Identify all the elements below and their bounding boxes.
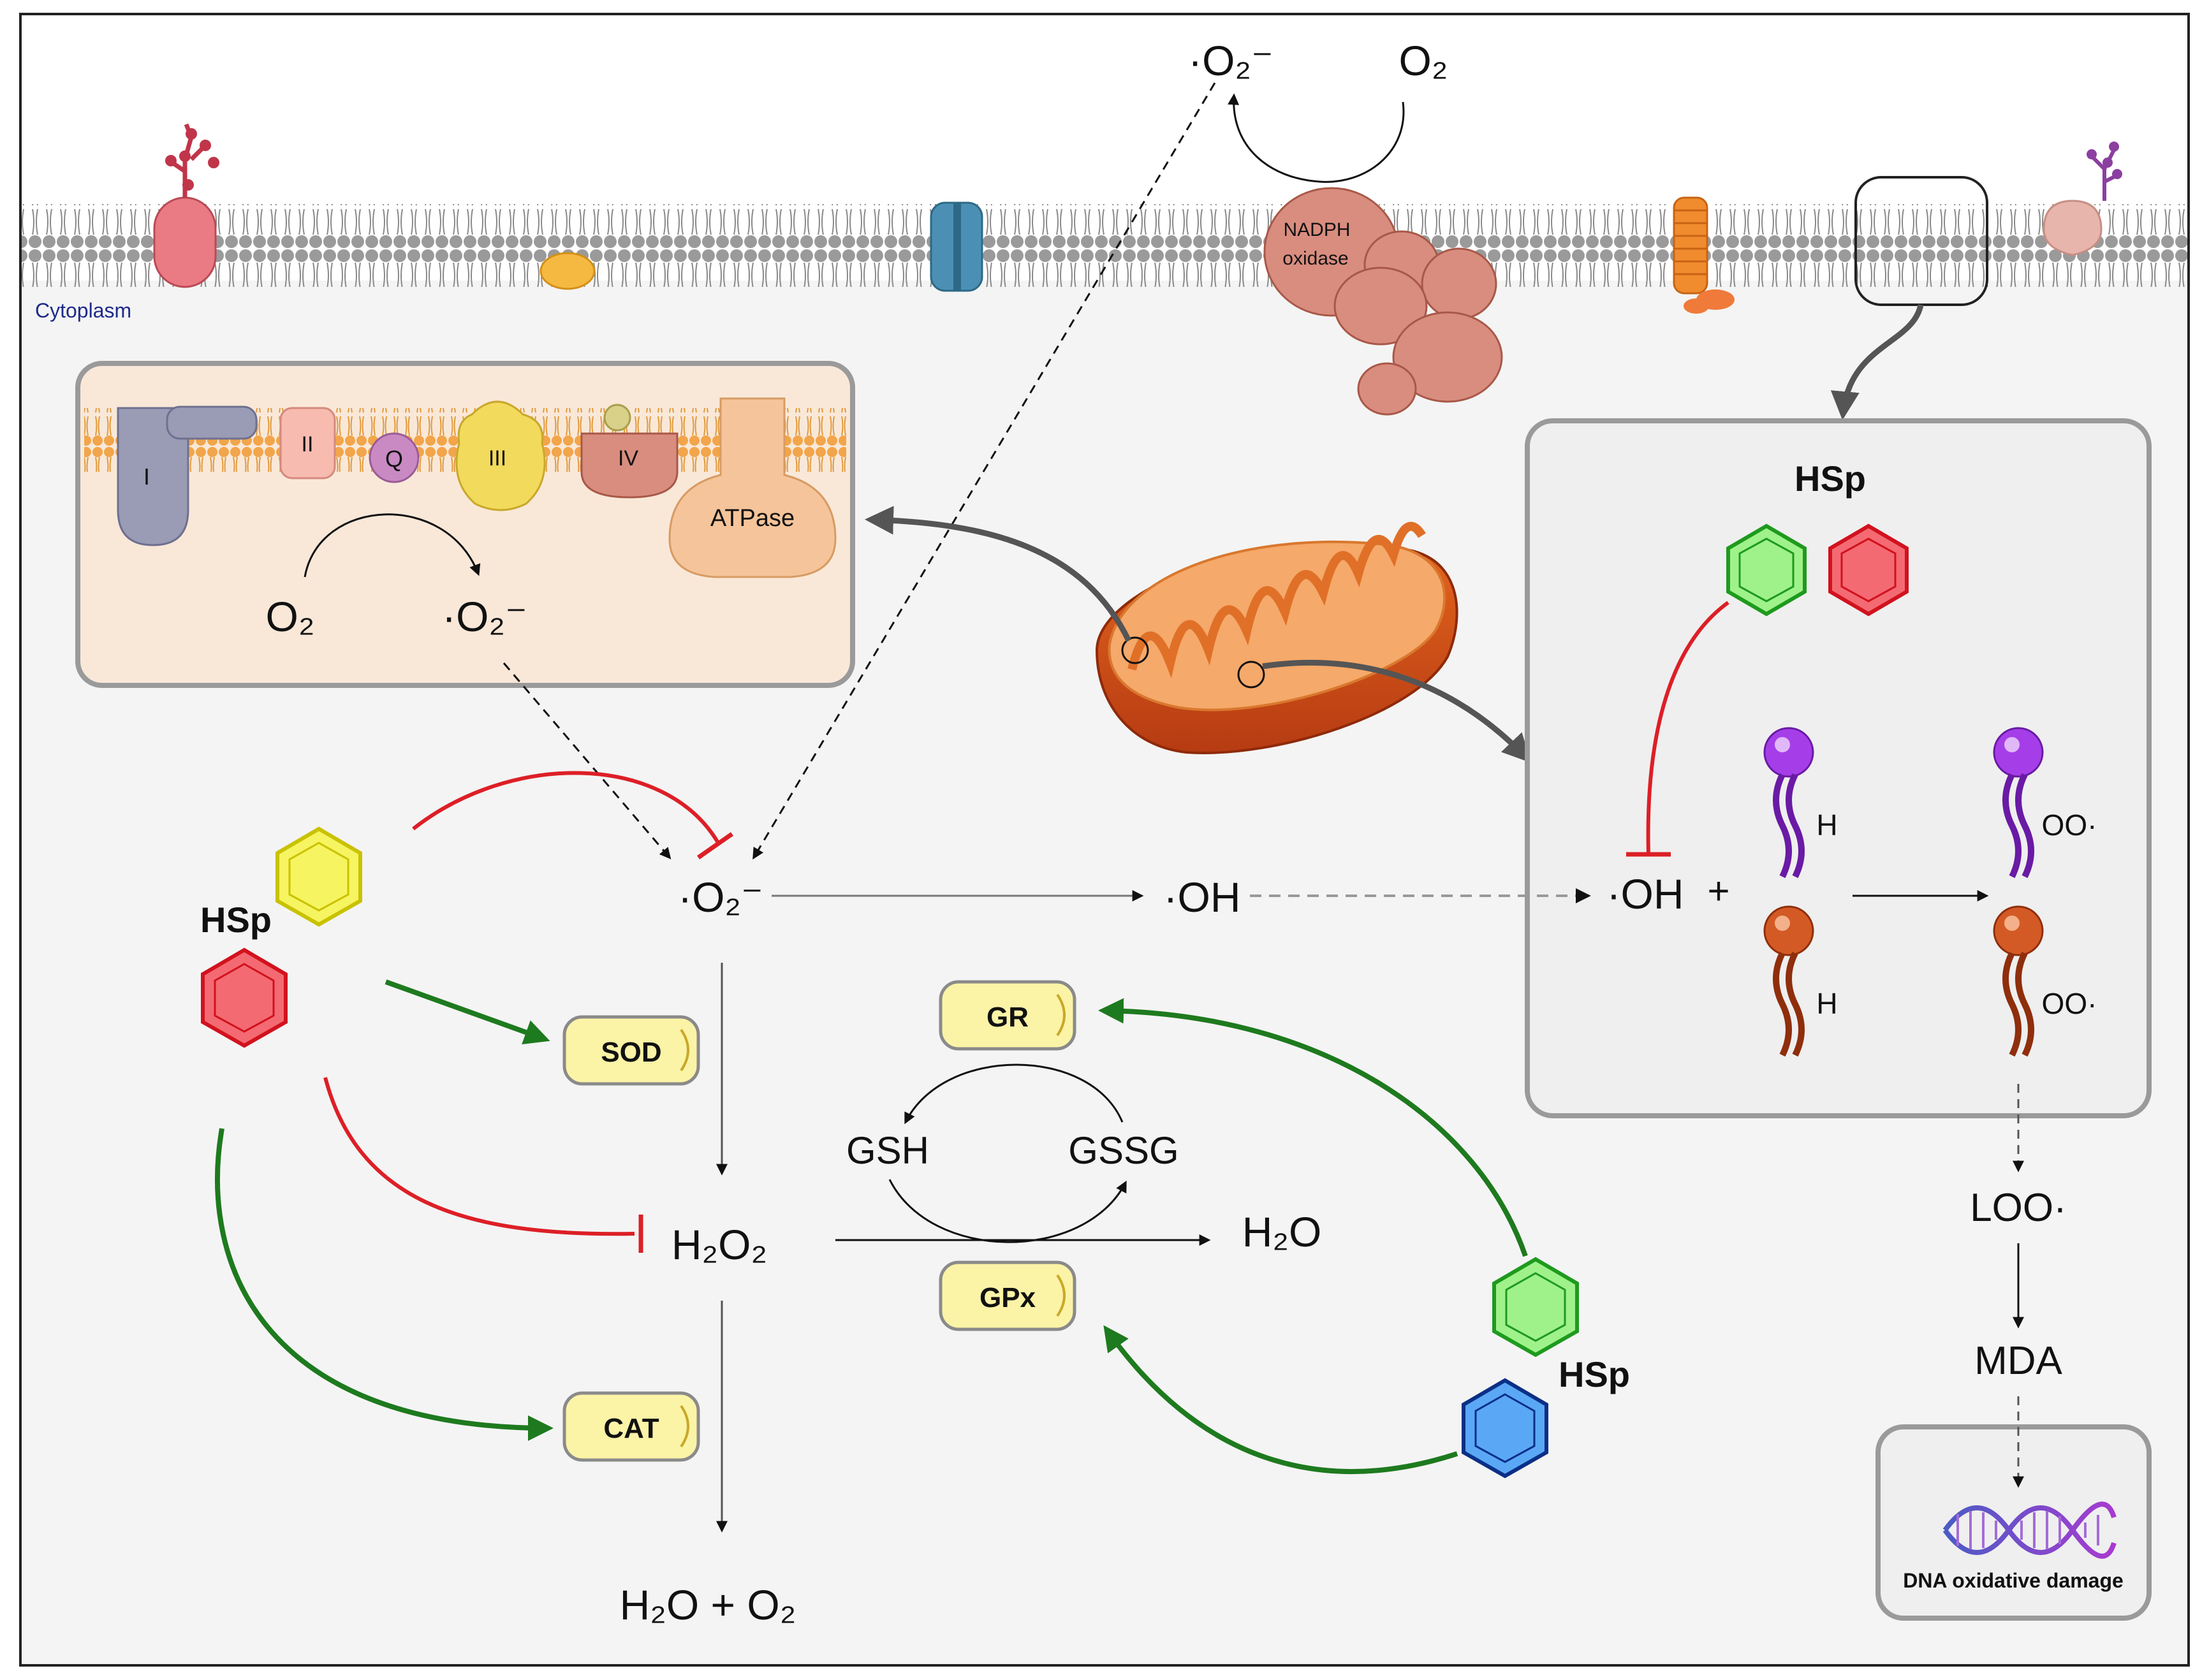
sod-enzyme: SOD <box>562 1015 700 1086</box>
hsp-green-hexagon <box>1726 523 1807 617</box>
h2o-label: H₂O <box>1242 1208 1322 1255</box>
membrane-magnify-box <box>1854 176 1988 306</box>
sod-label: SOD <box>601 1037 661 1068</box>
oo-bottom-label: OO· <box>2042 987 2097 1020</box>
h2o-o2-label: H₂O + O₂ <box>620 1581 796 1628</box>
h2o2-label: H₂O₂ <box>672 1221 767 1268</box>
superoxide-center-label: ·O₂⁻ <box>678 873 763 921</box>
mito-superoxide-to-center-dashed <box>503 662 672 859</box>
gsh-to-gssg-arrow <box>888 1179 1127 1243</box>
cytoplasm-label: Cytoplasm <box>35 299 131 322</box>
cat-label: CAT <box>603 1413 659 1444</box>
h-top-label: H <box>1816 808 1837 842</box>
hsp-inhibit-oh <box>1646 601 1729 855</box>
nadph-oxidase: NADPH oxidase <box>1263 187 1503 416</box>
hsp-red-hexagon-left <box>201 947 288 1048</box>
dna-damage-label: DNA oxidative damage <box>1903 1569 2124 1592</box>
h-bottom-label: H <box>1816 987 1837 1020</box>
gpx-enzyme: GPx <box>939 1260 1076 1331</box>
plasma-membrane <box>22 204 2187 287</box>
oo-top-label: OO· <box>2042 808 2097 842</box>
atpase-label: ATPase <box>710 505 795 532</box>
hsp-inhibit-h2o2 <box>323 1077 635 1236</box>
o2-mito-label: O₂ <box>266 593 315 640</box>
dna-damage-panel: DNA oxidative damage <box>1875 1424 2152 1621</box>
hsp-lipid-label: HSp <box>1794 458 1866 499</box>
gr-enzyme: GR <box>939 980 1076 1051</box>
hsp-blue-hexagon <box>1462 1378 1548 1479</box>
hsp-red-hexagon <box>1828 523 1909 617</box>
plus-label: + <box>1707 870 1729 912</box>
nadph-label-2: oxidase <box>1282 248 1348 269</box>
peripheral-protein <box>539 252 596 290</box>
nadph-reaction-arrow <box>1228 93 1405 183</box>
mda-label: MDA <box>1974 1339 2062 1383</box>
superoxide-mito-label: ·O₂⁻ <box>442 593 527 640</box>
channel-protein <box>930 201 983 292</box>
hsp-promote-gr <box>1098 998 1528 1257</box>
hsp-left-label: HSp <box>200 900 272 940</box>
mito-to-etc-arrow <box>865 506 1132 642</box>
glycoprotein-right <box>2043 142 2122 256</box>
magnify-arrow <box>1830 303 1924 420</box>
oh-right-label: ·OH <box>1607 870 1684 917</box>
o2-top-label: O₂ <box>1399 37 1448 84</box>
gsh-label: GSH <box>846 1129 929 1172</box>
nadph-label-1: NADPH <box>1283 219 1350 240</box>
gr-label: GR <box>987 1002 1029 1033</box>
gssg-label: GSSG <box>1068 1129 1178 1172</box>
hsp-promote-gpx <box>1103 1325 1458 1474</box>
hsp-bottom-label: HSp <box>1559 1354 1630 1394</box>
complex-II-label: II <box>302 432 314 457</box>
hsp-yellow-hexagon <box>275 826 362 927</box>
hsp-promote-cat <box>215 1128 554 1441</box>
superoxide-to-center-dashed <box>752 82 1216 860</box>
mito-to-lipid-arrow <box>1262 659 1532 763</box>
q-label: Q <box>385 446 403 472</box>
complex-IV-label: IV <box>618 446 638 471</box>
complex-I-label: I <box>143 464 150 490</box>
hsp-inhibit-superoxide <box>412 771 719 843</box>
mitochondria-etc-panel: I II Q III IV ATPase O₂ ·O₂⁻ <box>75 361 855 688</box>
glycoprotein-left <box>153 123 219 288</box>
gpx-label: GPx <box>980 1282 1036 1313</box>
lipid-peroxidation-panel: HSp ·OH + H H OO· OO· <box>1525 418 2152 1118</box>
complex-III-label: III <box>488 446 506 471</box>
superoxide-top-label: ·O₂⁻ <box>1188 37 1273 84</box>
hsp-green-hexagon-bottom <box>1492 1257 1579 1357</box>
hsp-promote-sod <box>385 979 550 1044</box>
helix-receptor <box>1673 196 1735 314</box>
oh-center-label: ·OH <box>1164 873 1241 921</box>
loo-label: LOO· <box>1970 1186 2067 1230</box>
gssg-to-gsh-arrow <box>904 1063 1124 1125</box>
cat-enzyme: CAT <box>562 1391 700 1462</box>
